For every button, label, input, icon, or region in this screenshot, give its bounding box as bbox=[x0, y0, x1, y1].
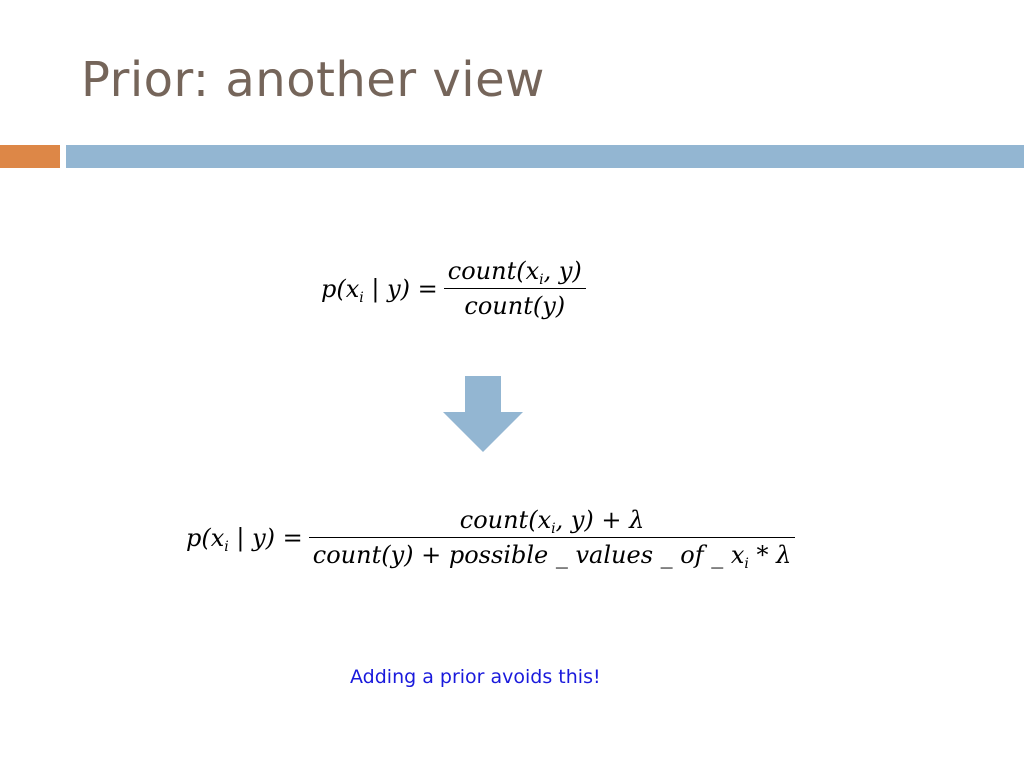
formula-smoothed-numerator: count(xi, y) + λ bbox=[456, 503, 649, 537]
formula-original-lhs-text: p(x bbox=[321, 274, 360, 303]
slide-title: Prior: another view bbox=[81, 52, 545, 108]
formula-smoothed-denominator: count(y) + possible _ values _ of _ xi *… bbox=[309, 538, 796, 572]
formula-smoothed-lhs: p(xi | y) = bbox=[186, 523, 303, 555]
formula-original-numerator-a: count(x bbox=[447, 257, 540, 285]
formula-original-fraction: count(xi, y) count(y) bbox=[443, 254, 586, 323]
formula-smoothed-numerator-subscript: i bbox=[551, 521, 556, 537]
formula-original-lhs: p(xi | y) = bbox=[321, 274, 438, 306]
formula-smoothed-lhs-rest: | y) = bbox=[228, 523, 303, 552]
formula-smoothed-denominator-a: count(y) + possible _ values _ of _ x bbox=[312, 541, 745, 569]
accent-bar-orange bbox=[0, 145, 60, 168]
formula-smoothed-lhs-subscript: i bbox=[224, 538, 229, 555]
formula-original-denominator: count(y) bbox=[464, 292, 566, 320]
formula-original-fraction-line bbox=[443, 288, 586, 289]
formula-original-lhs-subscript: i bbox=[359, 289, 364, 306]
formula-original-lhs-rest: | y) = bbox=[363, 274, 438, 303]
formula-original-numerator-b: , y) bbox=[543, 257, 582, 285]
formula-smoothed-numerator-b: , y) + λ bbox=[555, 506, 645, 534]
formula-smoothed-denominator-b: * λ bbox=[748, 541, 792, 569]
formula-smoothed-denominator-subscript: i bbox=[744, 556, 749, 572]
formula-smoothed-lhs-text: p(x bbox=[186, 523, 225, 552]
formula-smoothed: p(xi | y) = count(xi, y) + λ count(y) + … bbox=[186, 503, 796, 572]
formula-smoothed-fraction: count(xi, y) + λ count(y) + possible _ v… bbox=[308, 503, 796, 572]
accent-bar-blue bbox=[66, 145, 1024, 168]
formula-original-numerator: count(xi, y) bbox=[444, 254, 586, 288]
formula-smoothed-numerator-a: count(x bbox=[459, 506, 552, 534]
down-arrow-icon bbox=[443, 376, 523, 452]
formula-original-numerator-subscript: i bbox=[539, 272, 544, 288]
note-text: Adding a prior avoids this! bbox=[350, 666, 601, 688]
formula-smoothed-fraction-line bbox=[308, 537, 796, 538]
formula-original: p(xi | y) = count(xi, y) count(y) bbox=[321, 254, 586, 323]
